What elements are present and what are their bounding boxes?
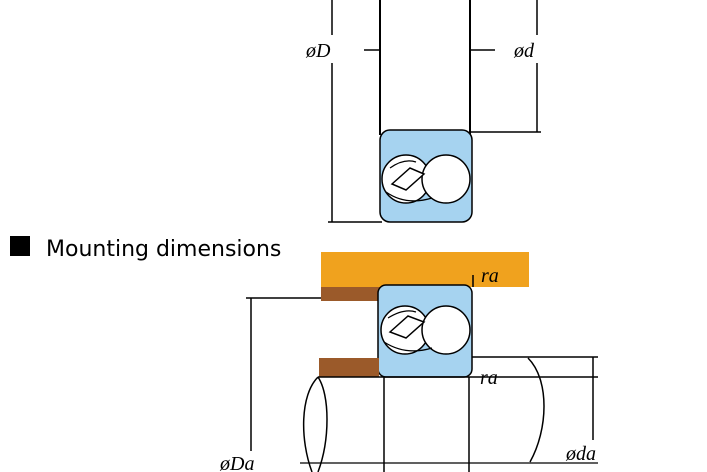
od-label-backdrop — [304, 35, 352, 63]
bearing-section-mounted — [377, 284, 473, 378]
id-label-backdrop — [510, 35, 552, 63]
od-label: øD — [305, 40, 331, 62]
housing-shoulder — [321, 252, 529, 287]
mounting-view: ra øDa ra øda — [216, 252, 598, 472]
da-label-backdrop — [216, 451, 276, 472]
bearing-section-top — [379, 129, 473, 223]
section-heading-text: Mounting dimensions — [46, 237, 281, 262]
section-heading: Mounting dimensions — [10, 236, 281, 262]
housing-spacer — [321, 287, 380, 301]
bearing-dimension-view: øD ød — [304, 0, 552, 223]
ra-label-bottom: ra — [480, 367, 498, 389]
shaft-diameter-label: øda — [565, 443, 596, 465]
shaft-break-right — [527, 357, 545, 463]
ra-label-top: ra — [481, 265, 499, 287]
id-label: ød — [513, 40, 535, 62]
section-bullet-icon — [10, 236, 30, 256]
shaft-spacer — [319, 358, 379, 377]
housing-diameter-label: øDa — [219, 453, 254, 472]
shaft-break-left — [302, 376, 328, 472]
